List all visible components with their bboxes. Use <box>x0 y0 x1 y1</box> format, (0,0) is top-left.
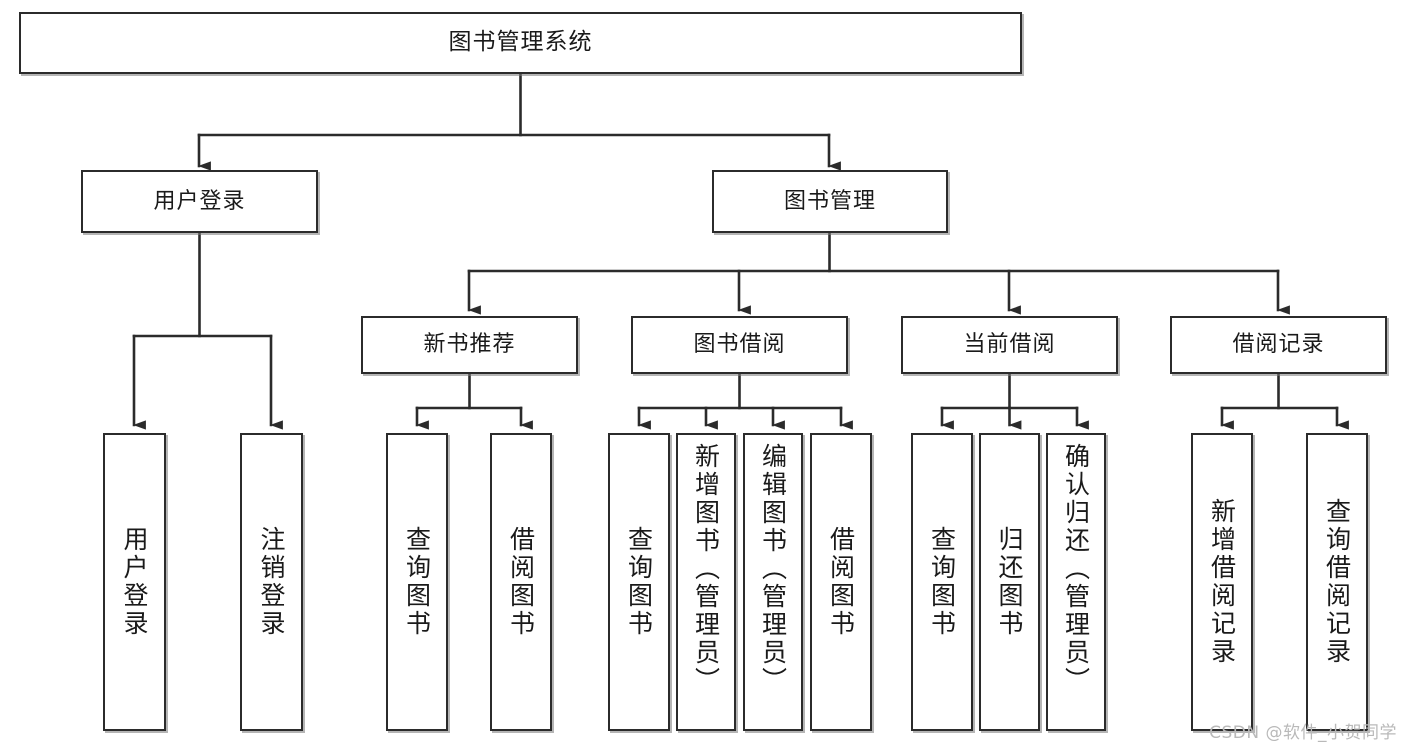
leaf-query-book-rec[interactable]: 查询图书 <box>386 433 448 731</box>
node-label: 注销登录 <box>257 526 286 638</box>
node-root-book-management-system[interactable]: 图书管理系统 <box>19 12 1022 74</box>
leaf-logout-login[interactable]: 注销登录 <box>240 433 303 731</box>
node-label: 借阅图书 <box>506 526 536 638</box>
node-label: 新增借阅记录 <box>1207 498 1237 666</box>
node-user-login[interactable]: 用户登录 <box>81 170 318 233</box>
leaf-add-book-admin[interactable]: 新增图书（管理员） <box>676 433 736 731</box>
node-label: 当前借阅 <box>963 332 1056 358</box>
node-label: 确认归还（管理员） <box>1061 443 1091 695</box>
node-new-book-recommendation[interactable]: 新书推荐 <box>361 316 578 374</box>
node-label: 图书管理 <box>783 188 876 214</box>
leaf-borrow-book-rec[interactable]: 借阅图书 <box>490 433 552 731</box>
leaf-query-book-borrow[interactable]: 查询图书 <box>608 433 670 731</box>
leaf-user-login[interactable]: 用户登录 <box>103 433 166 731</box>
node-label: 新书推荐 <box>423 332 516 358</box>
leaf-return-book[interactable]: 归还图书 <box>979 433 1040 731</box>
node-current-borrowing[interactable]: 当前借阅 <box>901 316 1118 374</box>
node-label: 用户登录 <box>120 526 149 638</box>
node-label: 编辑图书（管理员） <box>758 443 788 695</box>
node-label: 查询图书 <box>927 526 957 638</box>
leaf-query-book-current[interactable]: 查询图书 <box>911 433 973 731</box>
node-label: 图书管理系统 <box>448 29 593 56</box>
node-label: 用户登录 <box>153 188 246 214</box>
leaf-add-borrow-record[interactable]: 新增借阅记录 <box>1191 433 1253 731</box>
leaf-confirm-return-admin[interactable]: 确认归还（管理员） <box>1046 433 1106 731</box>
node-label: 新增图书（管理员） <box>691 443 721 695</box>
node-label: 归还图书 <box>995 526 1024 638</box>
node-label: 借阅记录 <box>1232 332 1325 358</box>
leaf-lend-book[interactable]: 借阅图书 <box>810 433 872 731</box>
node-borrowing-records[interactable]: 借阅记录 <box>1170 316 1387 374</box>
node-label: 查询图书 <box>624 526 654 638</box>
node-label: 借阅图书 <box>826 526 856 638</box>
node-label: 图书借阅 <box>693 332 786 358</box>
node-label: 查询借阅记录 <box>1322 498 1352 666</box>
leaf-query-borrow-record[interactable]: 查询借阅记录 <box>1306 433 1368 731</box>
node-book-borrowing[interactable]: 图书借阅 <box>631 316 848 374</box>
leaf-edit-book-admin[interactable]: 编辑图书（管理员） <box>743 433 803 731</box>
csdn-watermark: CSDN @软件_小贺同学 <box>1209 723 1397 743</box>
node-book-management[interactable]: 图书管理 <box>712 170 948 233</box>
node-label: 查询图书 <box>402 526 432 638</box>
